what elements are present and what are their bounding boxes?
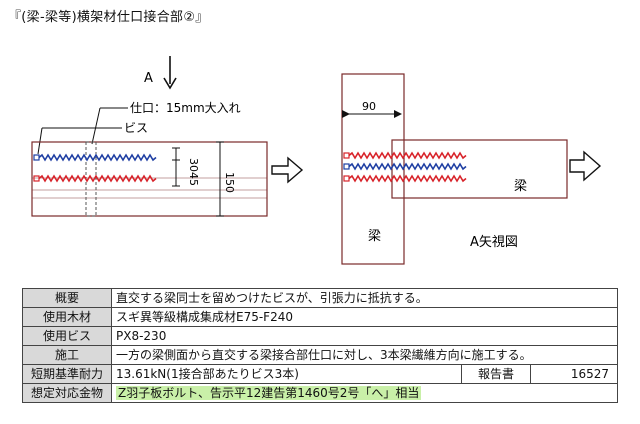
dim-width-label: 90 (362, 100, 376, 113)
view-caption: A矢視図 (470, 235, 518, 250)
spec-table: 概要 直交する梁同士を留めつけたビスが、引張力に抵抗する。 使用木材 スギ異等級… (22, 288, 618, 403)
shikuchi-leader-diagonal (91, 107, 101, 145)
joint-diagram: A 仕口：15mm大入れ ビス 30 45 150 90 梁 梁 (31, 56, 602, 265)
screw-thread-red (348, 174, 467, 183)
dim-spacing-a-label: 30 (187, 158, 200, 172)
dim-depth-label: 150 (223, 172, 236, 193)
table-row: 概要 直交する梁同士を留めつけたビスが、引張力に抵抗する。 (22, 288, 618, 308)
screw-label: ビス (124, 121, 148, 135)
report-value: 16527 (530, 364, 618, 384)
screw-head-icon (343, 175, 350, 182)
hardware-label: 想定対応金物 (22, 383, 112, 403)
page-title: 『(梁-梁等)横架材仕口接合部②』 (8, 10, 209, 25)
screw-head-icon (33, 154, 40, 161)
beam-label-vertical: 梁 (368, 229, 381, 244)
table-row: 使用木材 スギ異等級構成集成材E75-F240 (22, 307, 618, 327)
dim-spacing-b-label: 45 (187, 172, 200, 186)
beam-label-horizontal: 梁 (514, 179, 527, 194)
beam-side-view (31, 141, 268, 217)
capacity-label: 短期基準耐力 (22, 364, 112, 384)
shikuchi-label: 仕口：15mm大入れ (130, 101, 241, 115)
table-row: 想定対応金物 Z羽子板ボルト、告示平12建告第1460号2号「へ」相当 (22, 383, 618, 403)
tension-arrow-icon (271, 156, 304, 184)
beam-vertical (341, 73, 405, 265)
row-value: 直交する梁同士を留めつけたビスが、引張力に抵抗する。 (111, 288, 618, 308)
table-row: 使用ビス PX8-230 (22, 326, 618, 346)
screw-head-icon (343, 152, 350, 159)
view-arrow-head-icon (163, 77, 177, 90)
row-label: 使用木材 (22, 307, 112, 327)
screw-head-icon (33, 175, 40, 182)
row-label: 概要 (22, 288, 112, 308)
screw-thread-blue (38, 153, 157, 162)
hardware-value: Z羽子板ボルト、告示平12建告第1460号2号「へ」相当 (116, 386, 422, 400)
row-label: 施工 (22, 345, 112, 365)
row-value: PX8-230 (111, 326, 618, 346)
hardware-cell: Z羽子板ボルト、告示平12建告第1460号2号「へ」相当 (111, 383, 618, 403)
screw-leader-diagonal (37, 127, 43, 155)
tension-arrow-icon (569, 150, 602, 182)
row-value: 一方の梁側面から直交する梁接合部仕口に対し、3本梁繊維方向に施工する。 (111, 345, 618, 365)
table-row: 短期基準耐力 13.61kN(1接合部あたりビス3本) 報告書 16527 (22, 364, 618, 384)
view-arrow-label: A (144, 71, 153, 86)
screw-thread-red (38, 174, 157, 183)
row-label: 使用ビス (22, 326, 112, 346)
row-value: スギ異等級構成集成材E75-F240 (111, 307, 618, 327)
report-label: 報告書 (461, 364, 531, 384)
screw-head-icon (343, 163, 350, 170)
screw-thread-red (348, 151, 467, 160)
table-row: 施工 一方の梁側面から直交する梁接合部仕口に対し、3本梁繊維方向に施工する。 (22, 345, 618, 365)
beam-horizontal (391, 139, 568, 199)
capacity-value: 13.61kN(1接合部あたりビス3本) (111, 364, 462, 384)
screw-thread-blue (348, 162, 467, 171)
